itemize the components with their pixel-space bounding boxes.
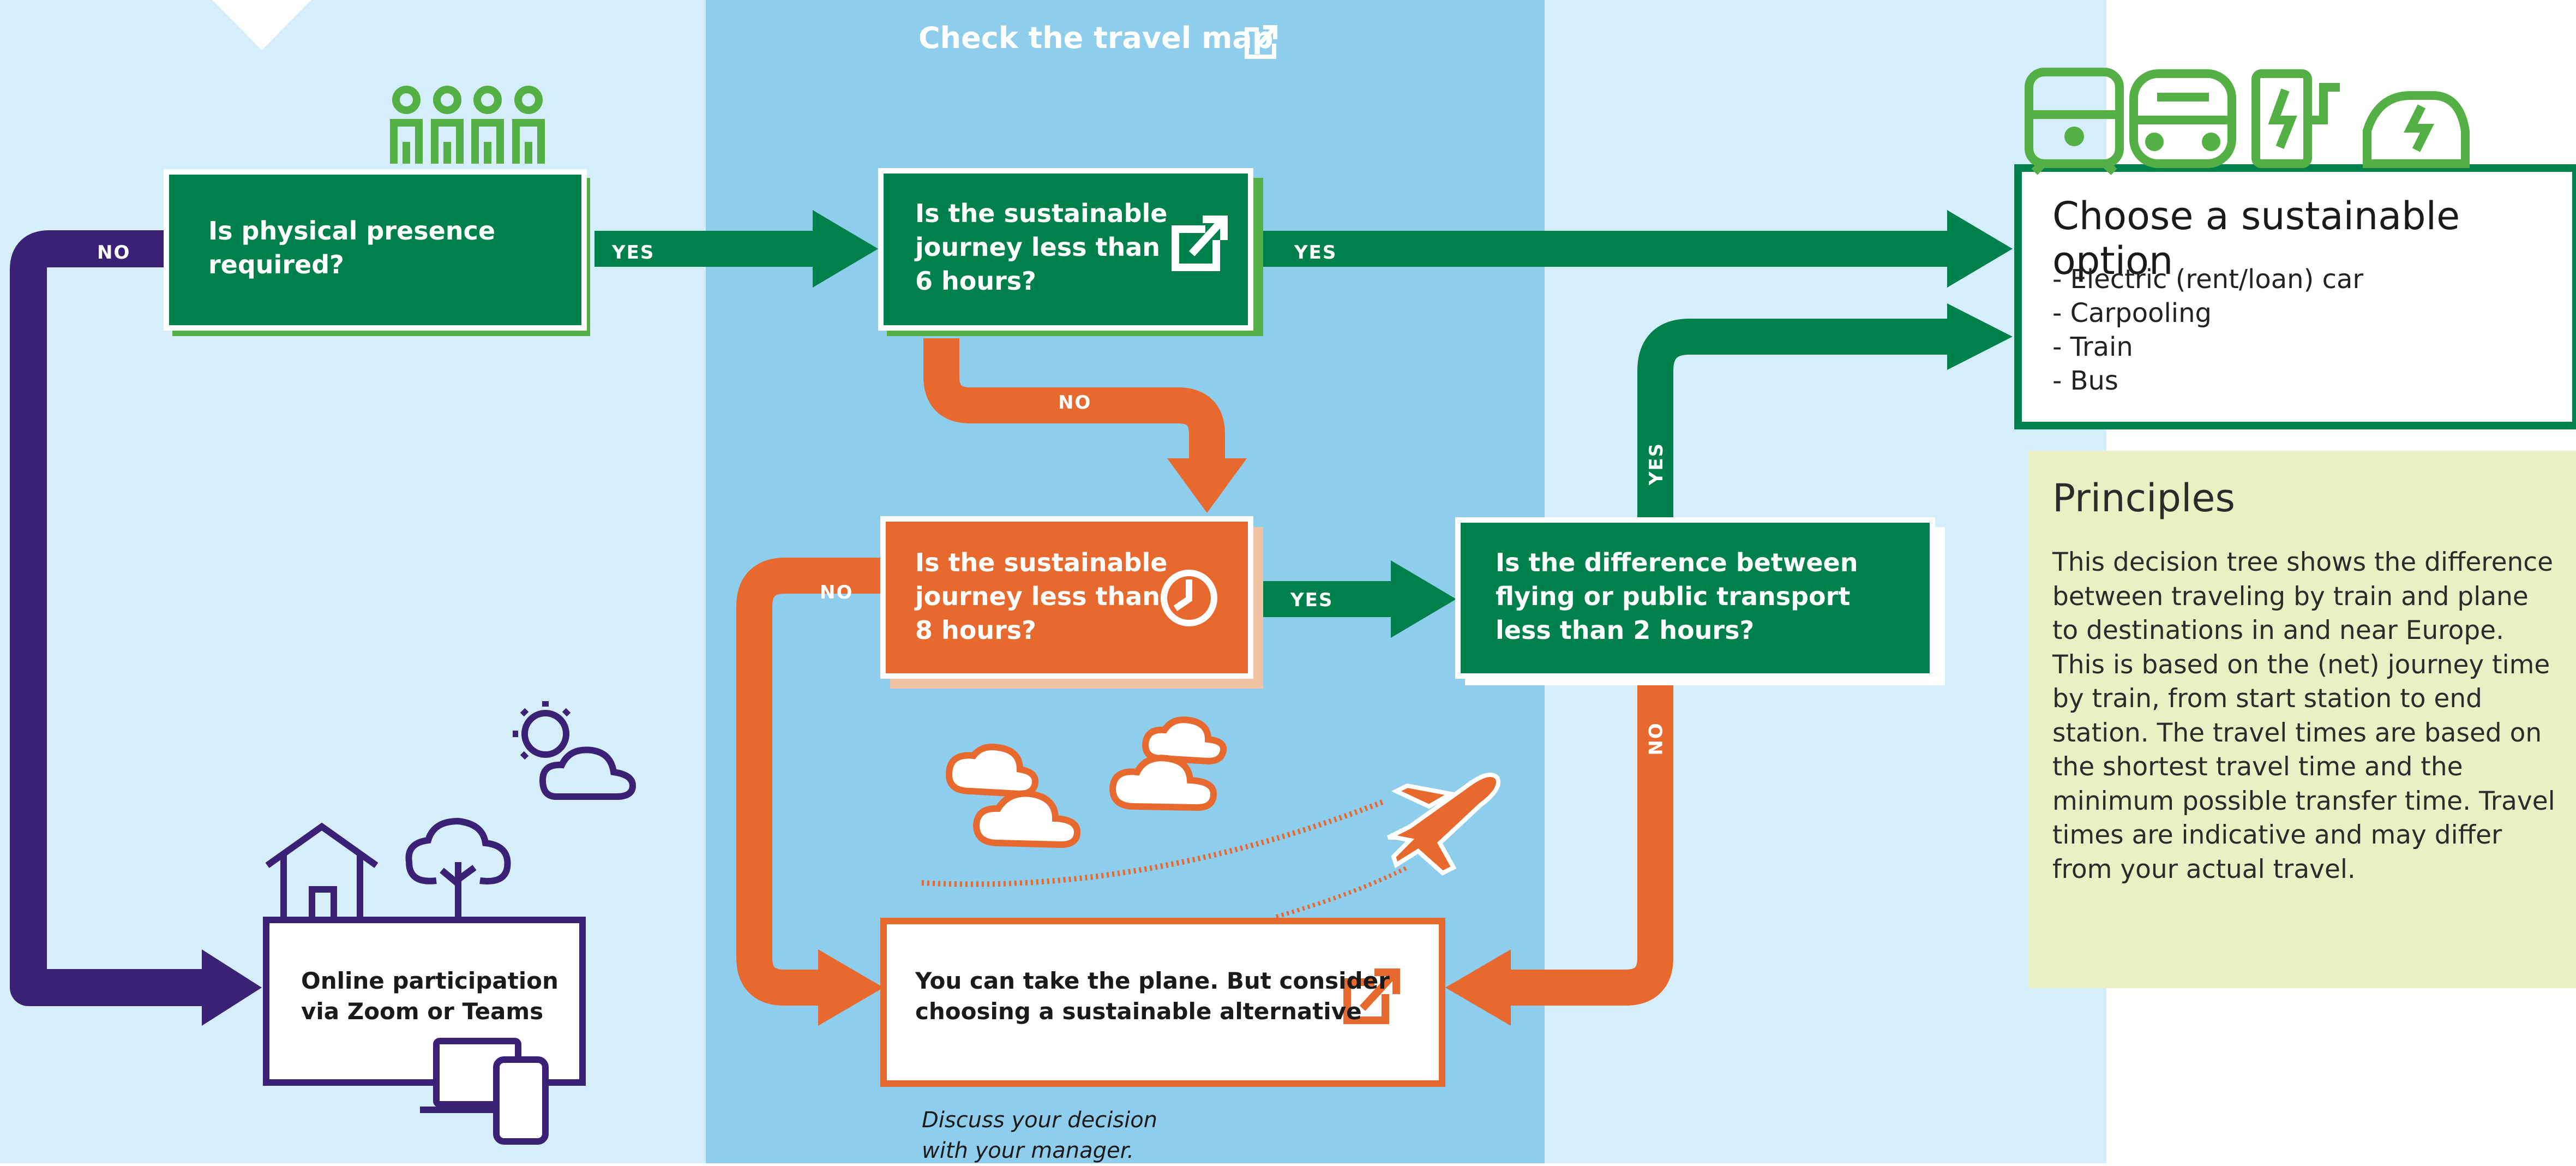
yes-arrow-4: [1260, 581, 1402, 617]
question-physical-line1: Is physical presence: [208, 216, 496, 246]
arrowhead-yes-4: [1391, 560, 1456, 638]
plane-line2: choosing a sustainable alternative: [915, 998, 1362, 1025]
people-icon: [390, 86, 545, 164]
arrowhead-yes-1: [813, 210, 878, 288]
arrowhead-no-2: [818, 949, 884, 1026]
label-no-diff: NO: [1645, 722, 1667, 756]
principles-title: Principles: [2052, 476, 2235, 521]
question-6h-line3: 6 hours?: [915, 266, 1036, 296]
question-8h-line1: Is the sustainable: [915, 548, 1168, 577]
sustainable-item-bus: - Bus: [2052, 366, 2118, 396]
label-yes-diff: YES: [1646, 442, 1668, 486]
label-no-physical: NO: [97, 242, 131, 264]
charger-icon: [2251, 69, 2340, 168]
question-6-hours: Is the sustainable journey less than 6 h…: [915, 196, 1167, 298]
sustainable-item-electric-car: - Electric (rent/loan) car: [2052, 264, 2364, 295]
yes-path-3: [1637, 319, 1958, 518]
plane-line1: You can take the plane. But consider: [915, 967, 1390, 994]
external-link-icon-plane: [1343, 968, 1400, 1024]
arrowhead-online: [202, 949, 262, 1026]
airplane-icon: [1387, 773, 1500, 876]
online-line2: via Zoom or Teams: [301, 998, 544, 1025]
box-diff: [1461, 523, 1930, 673]
question-diff-line3: less than 2 hours?: [1496, 615, 1755, 645]
question-6h-line1: Is the sustainable: [915, 199, 1168, 228]
principles-body: This decision tree shows the difference …: [2052, 547, 2555, 884]
train-icon: [2025, 68, 2124, 175]
online-line1: Online participation: [301, 967, 559, 994]
header-external-link-icon: [1245, 25, 1277, 59]
question-6h-line2: journey less than: [915, 232, 1161, 262]
label-yes-8h: YES: [1290, 589, 1334, 611]
online-participation-text: Online participation via Zoom or Teams: [301, 966, 559, 1027]
external-link-icon: [1172, 216, 1228, 271]
sun-cloud-icon: [513, 701, 637, 800]
arrowhead-yes-3: [1947, 303, 2013, 370]
top-notch: [213, 0, 311, 50]
question-physical-presence: Is physical presence required?: [208, 214, 495, 282]
yes-arrow-1: [595, 231, 824, 267]
no-path-orange-1: [923, 338, 1225, 469]
tree-icon: [405, 817, 511, 920]
arrowhead-no-1: [1167, 458, 1247, 513]
question-difference: Is the difference between flying or publ…: [1496, 546, 1858, 647]
sustainable-title: Choose a sustainable option: [2052, 194, 2460, 283]
label-yes-6h: YES: [1294, 242, 1337, 264]
question-physical-line2: required?: [208, 250, 344, 279]
no-path-purple-bottom: [10, 966, 207, 1006]
cloud-icon: [945, 716, 1227, 848]
house-icon: [265, 822, 379, 923]
yes-arrow-2: [1254, 231, 1958, 267]
label-yes-physical: YES: [612, 242, 655, 264]
box-online: [263, 917, 586, 1086]
no-path-purple: [10, 230, 164, 988]
clock-icon: [1161, 570, 1217, 626]
sustainable-item-carpooling: - Carpooling: [2052, 298, 2212, 328]
manager-note: Discuss your decision with your manager.: [922, 1105, 1157, 1166]
header-title[interactable]: Check the travel map: [918, 21, 1273, 55]
electric-car-icon: [2363, 91, 2470, 168]
no-path-orange-2: [736, 558, 884, 1006]
box-6h: [884, 174, 1248, 325]
arrowhead-no-3: [1445, 949, 1511, 1026]
manager-note-line2: with your manager.: [922, 1138, 1134, 1163]
arrowhead-yes-2: [1947, 210, 2013, 288]
bus-icon: [2129, 69, 2236, 168]
question-diff-line2: flying or public transport: [1496, 582, 1851, 611]
question-8-hours: Is the sustainable journey less than 8 h…: [915, 546, 1167, 647]
question-8h-line2: journey less than: [915, 582, 1161, 611]
box-physical: [169, 175, 581, 325]
devices-icon: [420, 1038, 549, 1145]
principles-panel: [2029, 451, 2576, 988]
header-title-text: Check the travel map: [918, 21, 1274, 55]
manager-note-line1: Discuss your decision: [922, 1108, 1158, 1133]
label-no-8h: NO: [820, 582, 854, 603]
plane-option-text: You can take the plane. But consider cho…: [915, 966, 1390, 1027]
sustainable-item-train: - Train: [2052, 332, 2133, 362]
question-diff-line1: Is the difference between: [1496, 548, 1858, 577]
label-no-6h: NO: [1058, 392, 1092, 414]
question-8h-line3: 8 hours?: [915, 615, 1036, 645]
no-path-orange-3: [1505, 671, 1673, 1006]
